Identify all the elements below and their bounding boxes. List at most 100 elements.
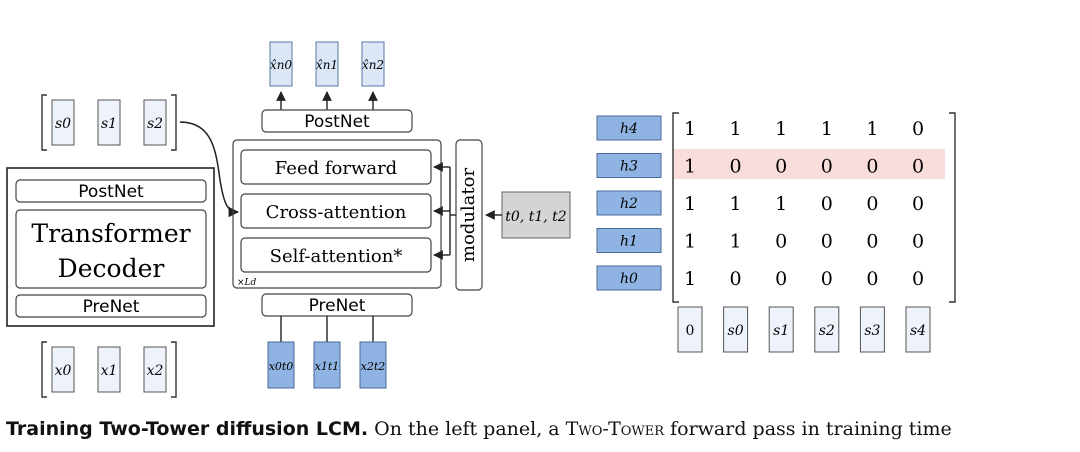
mask-row-label-box <box>596 190 662 216</box>
middle-postnet-box <box>261 109 413 133</box>
layers-count-label: ×Ld <box>237 278 257 288</box>
vector-label-s0: s0 <box>55 116 71 132</box>
mask-col-label-box <box>905 306 931 353</box>
input-vector-bottom: x0 x1 x2 <box>41 341 177 398</box>
mask-cell: 0 <box>912 156 924 178</box>
caption-title: Training Two-Tower diffusion LCM. <box>6 418 369 440</box>
left-prenet-box <box>15 294 207 318</box>
vector-cell <box>143 346 167 393</box>
mask-col-label-box <box>677 306 703 353</box>
mask-cell: 1 <box>684 268 696 290</box>
mask-col-label: s2 <box>819 323 835 339</box>
output-label-0: x̂n0 <box>270 58 292 72</box>
mask-col-label-box <box>723 306 749 353</box>
mask-cell: 1 <box>684 231 696 253</box>
middle-postnet-label: PostNet <box>304 112 370 132</box>
mask-row-label-box <box>596 265 662 291</box>
highlighted-row <box>673 149 945 179</box>
vector-label-s1: s1 <box>101 116 117 132</box>
vector-label-x1: x1 <box>101 363 118 379</box>
mask-cell: 0 <box>821 268 833 290</box>
transformer-decoder-box <box>15 209 207 289</box>
mask-cell: 0 <box>912 118 924 140</box>
denoiser-tower: x̂n0 x̂n1 x̂n2 PostNet Feed forward Cros… <box>232 41 571 389</box>
middle-prenet-box <box>261 293 413 317</box>
mask-row-label: h3 <box>620 159 638 175</box>
mask-col-label: s4 <box>910 323 926 339</box>
self-attention-label: Self-attention* <box>270 246 403 267</box>
sentence-vector-top: s0 s1 s2 <box>41 94 177 151</box>
mask-cell: 0 <box>775 231 787 253</box>
mask-row-label: h0 <box>620 271 638 287</box>
mask-cell: 0 <box>821 193 833 215</box>
mask-col-label: s0 <box>728 323 744 339</box>
timesteps-label: t0, t1, t2 <box>505 209 566 225</box>
mask-cell: 1 <box>730 231 742 253</box>
mask-cell: 1 <box>866 118 878 140</box>
mask-col-label: s1 <box>773 323 789 339</box>
vector-label-s2: s2 <box>147 116 163 132</box>
mask-cell: 1 <box>775 193 787 215</box>
mask-cell: 0 <box>866 268 878 290</box>
noisy-input-label-2: x2t2 <box>361 360 386 373</box>
timesteps-box <box>501 191 571 239</box>
vector-label-x0: x0 <box>55 363 72 379</box>
mask-cell: 0 <box>821 156 833 178</box>
mask-cell: 1 <box>730 118 742 140</box>
mask-cell: 0 <box>866 193 878 215</box>
noisy-input-label-1: x1t1 <box>315 360 340 373</box>
context-arrow <box>179 121 240 218</box>
mask-cell: 0 <box>775 268 787 290</box>
figure-caption: Training Two-Tower diffusion LCM. On the… <box>6 418 1080 440</box>
middle-prenet-label: PreNet <box>309 296 366 316</box>
output-cell <box>269 41 293 87</box>
mask-cell: 0 <box>912 268 924 290</box>
feed-forward-label: Feed forward <box>275 158 397 179</box>
mask-cell: 1 <box>684 118 696 140</box>
mask-cell: 0 <box>912 231 924 253</box>
modulator-label: modulator <box>458 168 479 263</box>
vector-label-x2: x2 <box>147 363 164 379</box>
mask-cell: 0 <box>821 231 833 253</box>
mask-row-label: h2 <box>620 196 638 212</box>
left-postnet-box <box>15 179 207 203</box>
mask-cell: 0 <box>866 231 878 253</box>
mask-cell: 0 <box>866 156 878 178</box>
mask-cell: 1 <box>821 118 833 140</box>
mask-col-label-box <box>814 306 840 353</box>
mask-row-label: h1 <box>620 234 638 250</box>
output-label-1: x̂n1 <box>316 58 338 72</box>
caption-text-2: forward pass in training time <box>664 418 952 440</box>
vector-cell <box>51 99 75 146</box>
mask-row-label-box <box>596 228 662 253</box>
cross-attention-box <box>240 193 432 229</box>
left-tower: s0 s1 s2 PostNet Transformer Decoder Pre… <box>6 94 215 398</box>
mask-col-label: s3 <box>864 323 880 339</box>
noisy-input-cell <box>267 341 295 389</box>
feed-forward-box <box>240 149 432 185</box>
decoder-label: Decoder <box>58 254 165 283</box>
vector-cell <box>51 346 75 393</box>
output-cell <box>361 41 385 87</box>
vector-cell <box>143 99 167 146</box>
noisy-input-cell <box>313 341 341 389</box>
mask-row-label: h4 <box>620 121 638 137</box>
decoder-frame <box>6 167 215 327</box>
caption-two-tower: Two-Tower <box>565 418 665 440</box>
left-prenet-label: PreNet <box>83 297 140 317</box>
self-attention-box <box>240 237 432 273</box>
mask-row-label-box <box>596 115 662 141</box>
noisy-input-cell <box>359 341 387 389</box>
vector-cell <box>97 99 121 146</box>
mask-cell: 1 <box>684 156 696 178</box>
mask-cell: 0 <box>775 156 787 178</box>
mask-cell: 0 <box>730 156 742 178</box>
output-label-2: x̂n2 <box>362 58 384 72</box>
mask-col-label-box <box>768 306 794 353</box>
mask-col-label: 0 <box>686 323 695 339</box>
mask-cell: 0 <box>730 268 742 290</box>
left-postnet-label: PostNet <box>78 182 144 202</box>
mask-row-label-box <box>596 153 662 178</box>
caption-text-1: On the left panel, a <box>368 418 566 440</box>
